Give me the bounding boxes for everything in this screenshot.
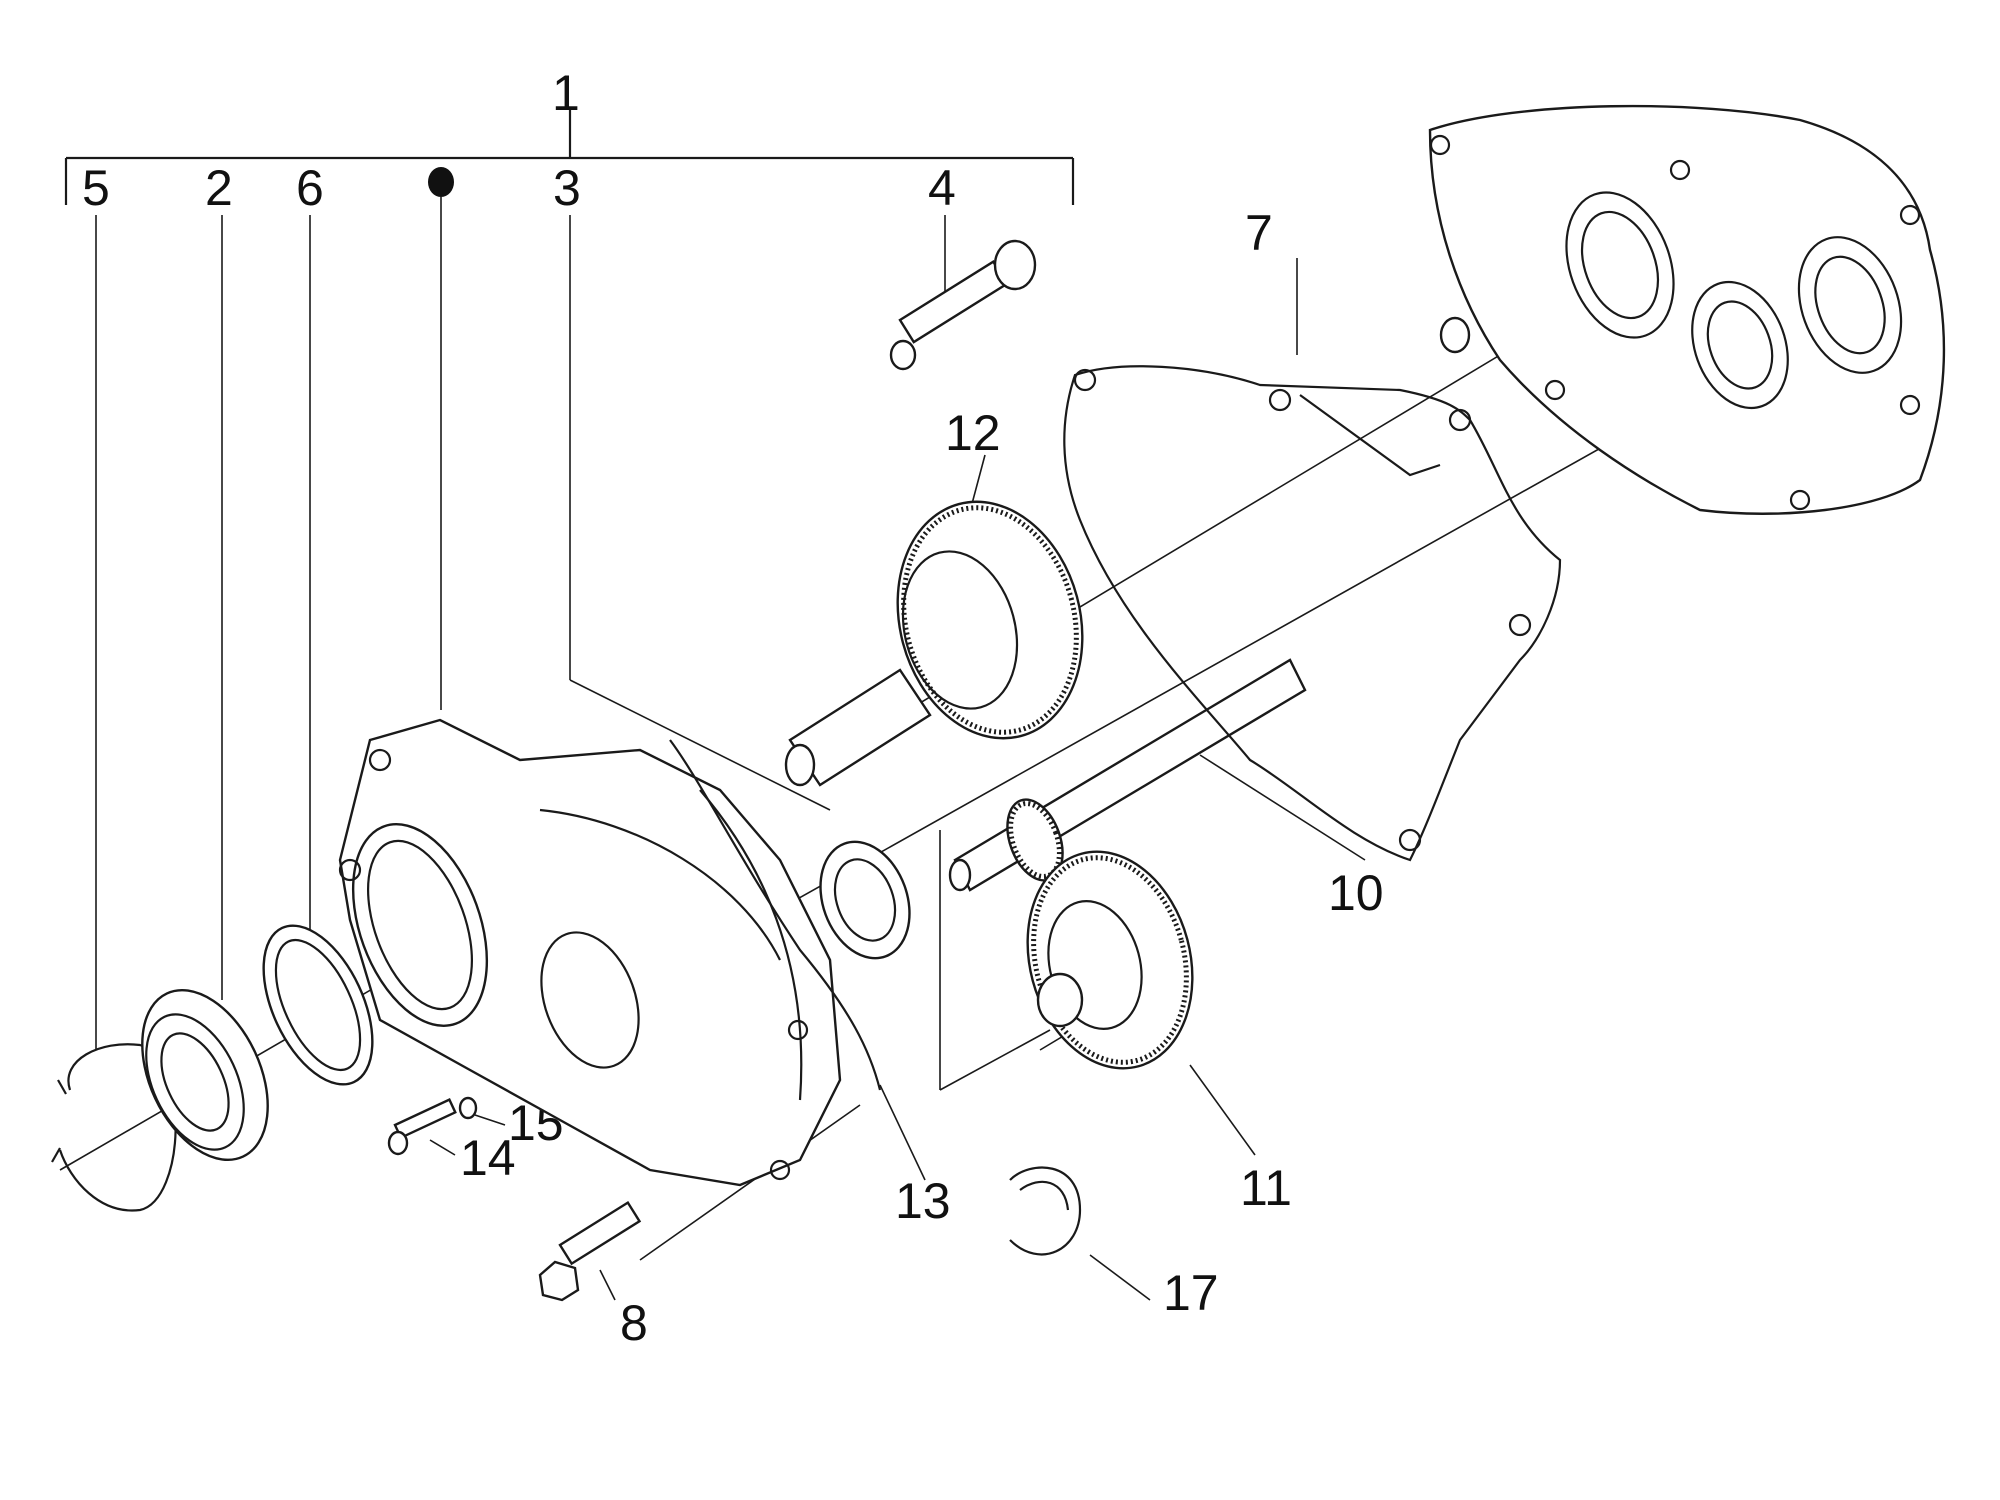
part-2-bearing bbox=[141, 988, 269, 1162]
callout-11: 11 bbox=[1240, 1160, 1292, 1216]
callout-2: 2 bbox=[205, 160, 233, 216]
callout-14: 14 bbox=[460, 1130, 516, 1186]
part-17-clamp bbox=[1009, 1166, 1082, 1256]
callout-6: 6 bbox=[296, 160, 324, 216]
part-14-screw bbox=[387, 1098, 457, 1156]
part-8-flange-bolt bbox=[538, 1200, 642, 1302]
part-15-washer bbox=[458, 1096, 478, 1120]
callout-4: 4 bbox=[928, 160, 956, 216]
callout-3: 3 bbox=[553, 160, 581, 216]
part-11-intermediate-gear bbox=[1026, 850, 1194, 1070]
part-10-intermediate-shaft bbox=[948, 658, 1307, 892]
callout-5: 5 bbox=[82, 160, 110, 216]
crankcase-half bbox=[1428, 104, 1946, 515]
part-7-gasket bbox=[1063, 365, 1562, 862]
callout-12: 12 bbox=[945, 405, 1001, 461]
part-6-oil-seal bbox=[262, 924, 374, 1086]
part-4-drain-bolt bbox=[889, 239, 1037, 371]
callout-17: 17 bbox=[1163, 1265, 1219, 1321]
group-bracket bbox=[64, 110, 1075, 205]
group-marker-dot bbox=[428, 167, 454, 197]
callout-10: 10 bbox=[1328, 865, 1384, 921]
callout-13: 13 bbox=[895, 1173, 951, 1229]
part-3-bearing bbox=[819, 840, 911, 960]
callout-1: 1 bbox=[552, 65, 580, 121]
part-13-hose bbox=[669, 739, 882, 1091]
callout-8: 8 bbox=[620, 1295, 648, 1351]
part-12-output-gear bbox=[784, 500, 1084, 787]
cover-housing bbox=[338, 718, 842, 1187]
callout-7: 7 bbox=[1245, 205, 1273, 261]
